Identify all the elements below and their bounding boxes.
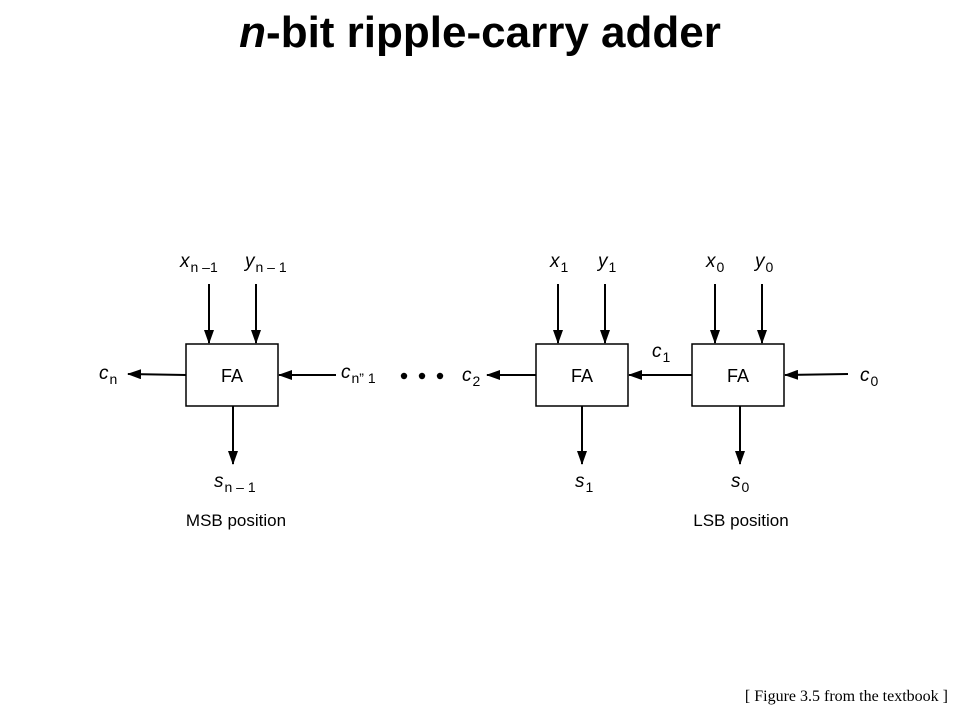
label-c0: c0 xyxy=(860,365,879,389)
lsb-position-label: LSB position xyxy=(693,511,788,530)
label-x-1: x1 xyxy=(549,251,569,275)
title-rest: -bit ripple-carry adder xyxy=(266,8,721,57)
fa-box-lsb xyxy=(691,343,785,407)
page-title: n-bit ripple-carry adder xyxy=(0,8,960,58)
ellipsis-dot xyxy=(436,372,444,380)
msb-position-label: MSB position xyxy=(186,511,286,530)
fa-label-1: FA xyxy=(571,366,593,386)
label-y-1: y1 xyxy=(596,251,617,275)
carry-in-arrow-c0 xyxy=(784,369,849,380)
carry-out-arrow-cn xyxy=(127,369,187,380)
label-s1: s1 xyxy=(575,471,594,495)
label-c2: c2 xyxy=(462,365,481,389)
ellipsis-dot xyxy=(400,372,408,380)
label-cn-1: cn” 1 xyxy=(341,362,376,386)
label-y-0: y0 xyxy=(753,251,774,275)
label-s0: s0 xyxy=(731,471,750,495)
fa-label-lsb: FA xyxy=(727,366,749,386)
fa-block-1: FA xyxy=(535,343,629,407)
label-y-n-1: yn – 1 xyxy=(243,251,287,275)
label-cn: cn xyxy=(99,363,117,387)
label-c1: c1 xyxy=(652,341,671,365)
fa-block-lsb: FA xyxy=(691,343,785,407)
label-x-0: x0 xyxy=(705,251,725,275)
ellipsis-dots xyxy=(400,372,444,380)
title-italic-n: n xyxy=(239,8,267,57)
label-s-n-1: sn – 1 xyxy=(214,471,256,495)
ellipsis-dot xyxy=(418,372,426,380)
figure-caption: [ Figure 3.5 from the textbook ] xyxy=(744,688,948,705)
label-x-n-1: xn –1 xyxy=(179,251,218,275)
fa-block-msb: FA xyxy=(185,343,279,407)
fa-label-msb: FA xyxy=(221,366,243,386)
